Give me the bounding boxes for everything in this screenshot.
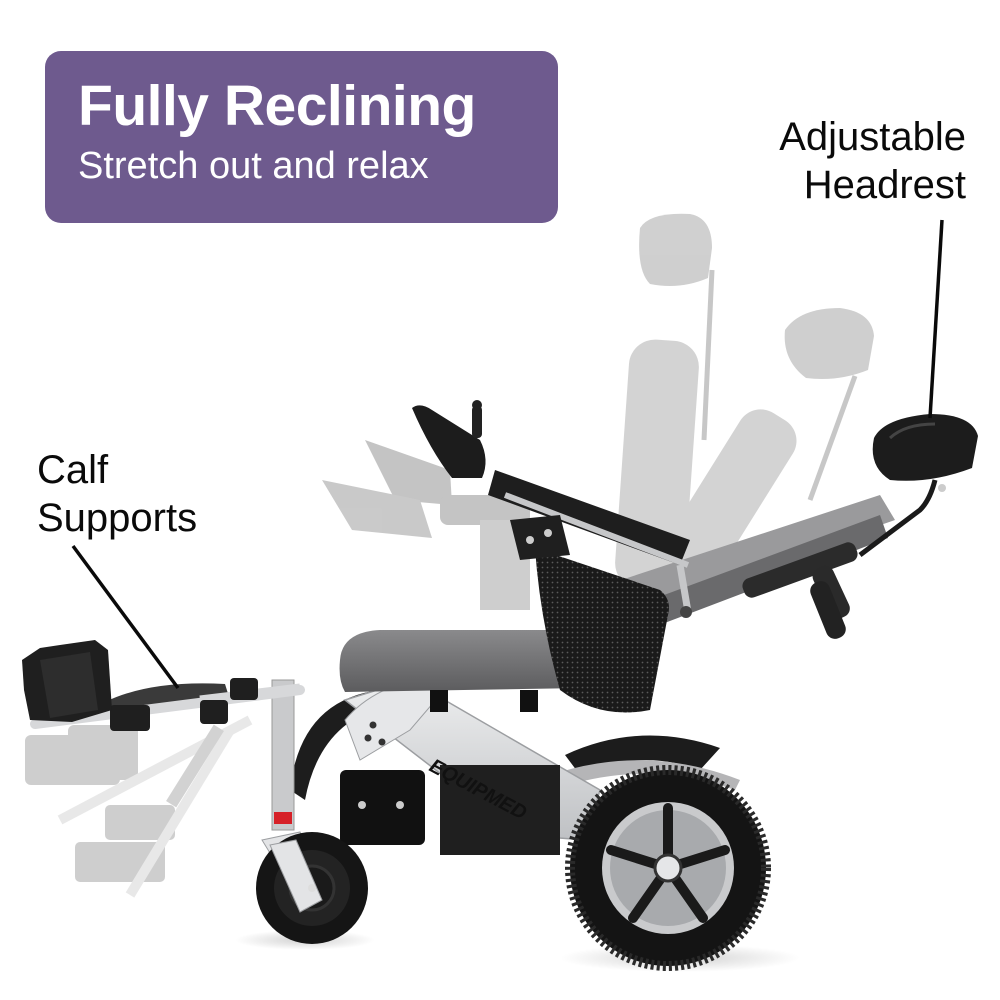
front-caster-wheel — [256, 832, 368, 944]
feature-banner: Fully Reclining Stretch out and relax — [45, 51, 558, 223]
headrest-callout-line1: Adjustable — [779, 115, 966, 159]
headrest-callout-line2: Headrest — [803, 163, 966, 207]
calf-callout-line — [71, 544, 180, 690]
rear-wheel — [565, 765, 771, 971]
calf-callout-line2: Supports — [37, 496, 198, 540]
headrest-callout-line — [928, 219, 944, 419]
wheelchair-main: EQUIPMED — [22, 400, 978, 971]
banner-title: Fully Reclining — [78, 74, 476, 138]
calf-callout-line1: Calf — [37, 448, 109, 492]
calf-support-callout: Calf Supports — [37, 446, 197, 542]
headrest-callout: Adjustable Headrest — [779, 113, 966, 209]
banner-subtitle: Stretch out and relax — [78, 145, 429, 187]
